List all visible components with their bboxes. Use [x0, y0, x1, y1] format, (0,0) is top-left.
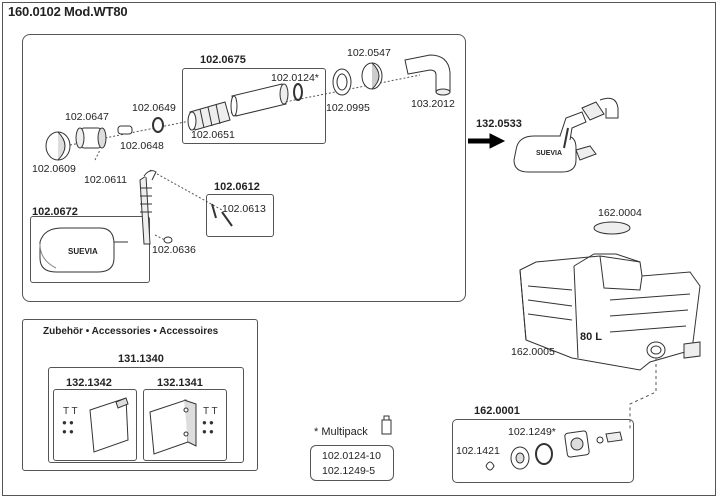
- label-102-0609: 102.0609: [32, 163, 76, 175]
- multipack-box: [310, 445, 394, 481]
- drain-guide-line: [629, 358, 657, 430]
- float-arm-guide-line: [149, 169, 223, 211]
- label-102-0675: 102.0675: [200, 54, 246, 66]
- valve-housing-102-0647-icon: [75, 127, 107, 149]
- washer-102-0995-icon: [332, 68, 352, 96]
- page-title: 160.0102 Mod.WT80: [8, 4, 128, 19]
- trough-capacity: 80 L: [580, 331, 603, 343]
- exploded-view-panel: [22, 34, 466, 302]
- valve-body-102-0651-icon: [187, 101, 231, 131]
- multipack-title: * Multipack: [314, 426, 368, 438]
- accessories-panel: [22, 319, 258, 471]
- accessory-set-box: [48, 367, 244, 463]
- label-102-0611: 102.0611: [84, 174, 128, 186]
- svg-text:● ●: ● ●: [62, 427, 74, 436]
- label-102-0651: 102.0651: [191, 129, 235, 141]
- label-102-0636: 102.0636: [152, 244, 196, 256]
- svg-text:● ●: ● ●: [202, 427, 214, 436]
- arrow-right-icon: [489, 133, 506, 149]
- multipack-item-1: 102.0124-10: [322, 450, 381, 462]
- assembly-logo-text: SUEVIA: [536, 150, 563, 157]
- label-132-1341: 132.1341: [157, 377, 203, 389]
- bag-icon: [381, 415, 392, 435]
- drain-parts-icon: [485, 430, 623, 471]
- assembly-axis-line: [69, 74, 421, 146]
- subassembly-102-0612-box: [206, 194, 274, 237]
- svg-text:T T: T T: [203, 406, 218, 417]
- cap-102-0609-icon: [45, 131, 71, 161]
- label-103-2012: 103.2012: [411, 98, 455, 110]
- clip-102-0636-icon: [163, 236, 173, 244]
- bracket-left-icon: [89, 397, 129, 453]
- bracket-right-icon: [149, 399, 197, 455]
- accessory-right-box: [143, 389, 227, 461]
- accessory-left-box: [53, 389, 137, 461]
- label-102-0613: 102.0613: [222, 203, 266, 215]
- screw-set-right-icon: T T ● ● ● ●: [202, 406, 218, 436]
- label-102-0547: 102.0547: [347, 47, 391, 59]
- label-102-0649: 102.0649: [132, 102, 176, 114]
- label-102-0672: 102.0672: [32, 206, 78, 218]
- label-162-0001: 162.0001: [474, 405, 520, 417]
- subassembly-102-0672-box: [30, 216, 150, 283]
- screw-set-left-icon: T T ● ● ● ●: [62, 406, 78, 436]
- label-102-1421: 102.1421: [456, 445, 500, 457]
- float-102-0672-icon: [39, 227, 128, 273]
- cap-102-0547-icon: [361, 62, 383, 90]
- label-102-0647: 102.0647: [65, 111, 109, 123]
- label-102-0648: 102.0648: [120, 140, 164, 152]
- label-131-1340: 131.1340: [118, 353, 164, 365]
- label-132-0533: 132.0533: [476, 118, 522, 130]
- elbow-103-2012-icon: [404, 54, 451, 96]
- svg-text:● ●: ● ●: [62, 418, 74, 427]
- multipack-item-2: 102.1249-5: [322, 465, 376, 477]
- pin-102-0613-icon: [211, 203, 233, 227]
- accessories-title: Zubehör • Accessories • Accessoires: [43, 326, 219, 337]
- assembled-valve-132-0533-icon: [513, 97, 619, 173]
- svg-text:T T: T T: [63, 406, 78, 417]
- washer-102-0649-icon: [152, 117, 164, 133]
- float-logo-text: SUEVIA: [68, 247, 98, 256]
- svg-text:● ●: ● ●: [202, 418, 214, 427]
- pin-102-0648-icon: [117, 125, 133, 135]
- trough-162-0005-icon: [519, 253, 701, 371]
- tube-102-0675-icon: [230, 83, 289, 117]
- label-162-0005: 162.0005: [511, 346, 555, 358]
- label-102-1249: 102.1249*: [508, 426, 556, 438]
- float-arm-102-0611-icon: [139, 170, 157, 245]
- label-102-0612: 102.0612: [214, 181, 260, 193]
- label-162-0004: 162.0004: [598, 207, 642, 219]
- drain-assembly-box: [452, 419, 634, 483]
- label-102-0124: 102.0124*: [271, 72, 319, 84]
- label-102-0995: 102.0995: [326, 102, 370, 114]
- label-132-1342: 132.1342: [66, 377, 112, 389]
- subassembly-102-0675-box: [182, 68, 326, 144]
- lid-162-0004-icon: [593, 221, 631, 235]
- seal-102-0124-icon: [293, 83, 303, 101]
